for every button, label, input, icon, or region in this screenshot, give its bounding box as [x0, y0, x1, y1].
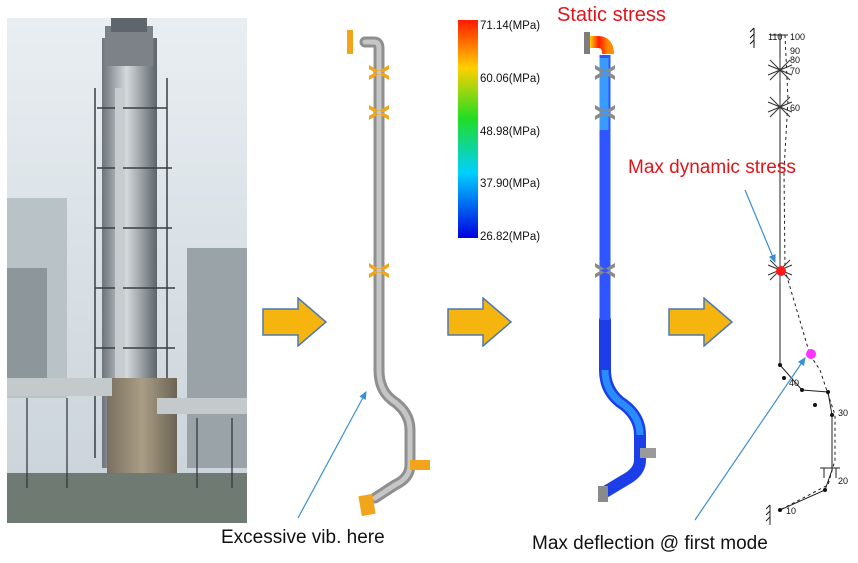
static-stress-model	[584, 32, 656, 502]
guide-support-icon	[369, 65, 389, 80]
max-deflection-caption: Max deflection @ first mode	[532, 533, 768, 554]
node-label: 80	[790, 55, 801, 65]
refinery-column-photo	[7, 18, 247, 523]
excessive-vibration-caption: Excessive vib. here	[221, 527, 385, 548]
node-label: 90	[790, 46, 801, 56]
anchor-flange-icon	[347, 30, 353, 54]
guide-support-icon	[595, 65, 615, 80]
restraint-icon	[767, 94, 793, 120]
guide-support-icon	[595, 263, 615, 278]
support-shoe-icon	[640, 448, 656, 458]
mode-shape-wireframe	[749, 27, 840, 525]
scale-label: 60.06(MPa)	[480, 73, 541, 85]
stress-color-scale	[458, 20, 478, 238]
node-label: 40	[789, 378, 800, 388]
restraint-icon	[820, 467, 840, 478]
guide-support-icon	[369, 263, 389, 278]
max-deflection-marker	[806, 349, 816, 359]
end-flange-icon	[358, 493, 376, 517]
right-arrow-icon	[447, 297, 513, 347]
guide-support-icon	[595, 105, 615, 120]
support-shoe-icon	[410, 460, 430, 470]
node-label: 60	[790, 103, 801, 113]
node-label: 110	[768, 32, 783, 42]
right-arrow-icon	[668, 297, 734, 347]
scale-label: 48.98(MPa)	[480, 126, 541, 138]
max-dynamic-stress-caption: Max dynamic stress	[628, 157, 796, 178]
max-dynamic-stress-marker	[776, 266, 786, 276]
node-label: 100	[790, 32, 806, 42]
pipe-model-3d	[347, 30, 430, 517]
right-arrow-icon	[262, 297, 328, 347]
scale-label: 37.90(MPa)	[480, 178, 541, 190]
scale-label-min: 26.82(MPa)	[480, 231, 541, 243]
node-label: 30	[838, 408, 849, 418]
static-stress-caption: Static stress	[557, 4, 666, 26]
guide-support-icon	[369, 105, 389, 120]
node-label: 70	[790, 66, 801, 76]
scale-label-max: 71.14(MPa)	[480, 20, 541, 32]
anchor-flange-icon	[584, 32, 590, 54]
node-label: 10	[786, 506, 797, 516]
node-label: 20	[838, 476, 849, 486]
end-flange-icon	[598, 486, 608, 502]
restraint-icon	[767, 57, 793, 83]
